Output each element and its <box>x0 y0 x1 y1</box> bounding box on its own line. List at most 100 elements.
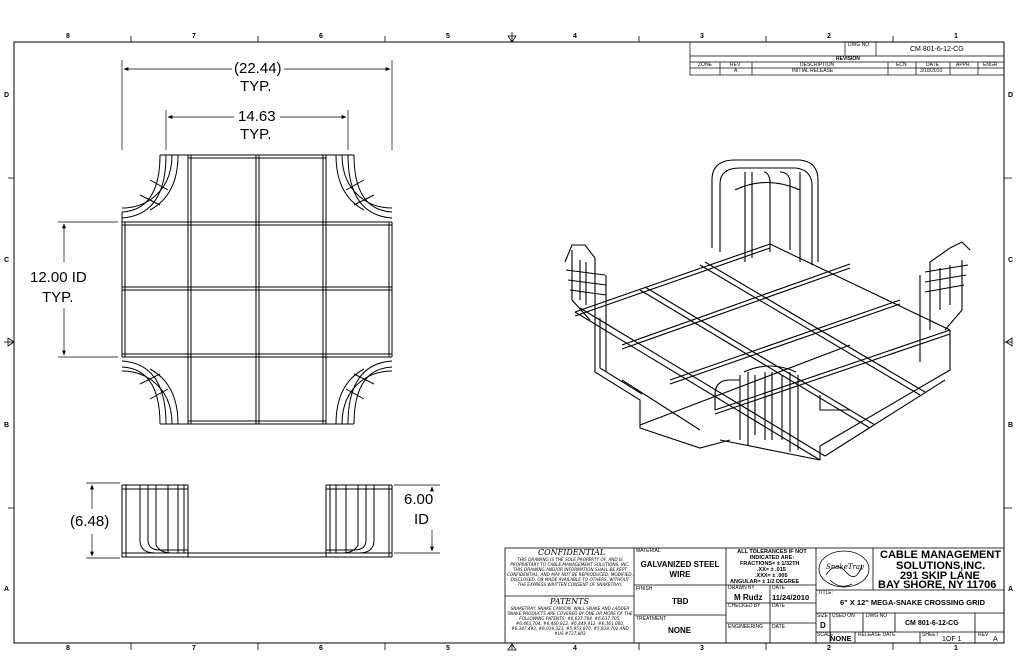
dim-inner-width: 14.63 <box>238 108 276 125</box>
zone-col-label: 3 <box>700 33 704 40</box>
dim-overall-width-note: TYP. <box>240 78 272 95</box>
zone-col-label: 3 <box>700 645 704 652</box>
plan-dimensions <box>58 60 393 358</box>
checked-by-label: CHECKED BY <box>728 603 761 609</box>
dim-id-note: TYP. <box>42 289 74 306</box>
size-value: D <box>820 621 826 630</box>
zone-col-label: 4 <box>573 33 577 40</box>
sheet-label: SHEET <box>922 632 939 638</box>
rev-dwg-no-label: DWG NO. <box>848 42 871 48</box>
release-date-label: RELEASE DATE <box>858 632 896 638</box>
tolerances-title: ALL TOLERANCES IF NOT INDICATED ARE: <box>737 549 807 561</box>
zone-row-label: D <box>1008 92 1014 99</box>
rev-label: REV <box>978 632 989 638</box>
treatment-value: NONE <box>668 626 692 635</box>
zone-col-label: 6 <box>319 33 323 40</box>
tolerance-fractions: FRACTIONS= ± 1/32TH <box>740 561 800 567</box>
rev-value: A <box>993 636 998 643</box>
zone-row-label: C <box>1008 257 1014 264</box>
zone-row-label: C <box>4 257 10 264</box>
drawn-by-value: M Rudz <box>734 593 763 602</box>
finish-value: TBD <box>672 597 689 606</box>
center-markers <box>4 32 1013 651</box>
zone-col-label: 2 <box>827 645 831 652</box>
drawn-by-label: DRAWN BY <box>728 585 755 591</box>
dim-id: 12.00 ID <box>30 269 87 286</box>
drawing-title: 6" X 12" MEGA-SNAKE CROSSING GRID <box>840 598 986 607</box>
confidential-text: THIS DRAWING IS THE SOLE PROPERTY OF, AN… <box>507 557 633 587</box>
zone-col-label: 5 <box>446 33 450 40</box>
tolerance-xxx: .XXX= ± .005 <box>755 573 788 579</box>
rev-dwg-no: CM 801-6-12-CG <box>910 46 964 53</box>
tolerance-angular: ANGULAR= ± 1/2 DEGREE <box>730 579 800 585</box>
dim-depth-note: ID <box>414 511 429 528</box>
logo-text: SnakeTray <box>826 563 865 571</box>
company-city: BAY SHORE, NY 11706 <box>878 579 997 591</box>
confidential-title: CONFIDENTIAL <box>538 548 606 557</box>
rev-header-zone: ZONE <box>698 62 712 68</box>
zone-col-label: 1 <box>954 33 958 40</box>
zone-row-label: A <box>1008 586 1014 593</box>
size-label: SIZE <box>817 613 829 619</box>
title-label: TITLE: <box>818 590 834 596</box>
rev-header-rev: REV <box>730 62 741 68</box>
material-label: MATERIAL <box>636 548 661 554</box>
patents-title: PATENTS <box>550 597 589 606</box>
zone-col-label: 1 <box>954 645 958 652</box>
engineering-date-label: DATE <box>772 624 785 630</box>
zone-col-label: 8 <box>66 645 70 652</box>
rev-header-appr: APPR <box>956 62 970 68</box>
dim-depth: 6.00 <box>404 491 434 508</box>
rev-row-rev: A <box>734 68 738 74</box>
zone-col-label: 7 <box>192 645 196 652</box>
zone-col-label: 8 <box>66 33 70 40</box>
rev-header-date: DATE <box>926 62 939 68</box>
finish-label: FINISH <box>636 586 653 592</box>
rev-title: REVISION <box>836 56 860 62</box>
zone-col-label: 5 <box>446 645 450 652</box>
dim-inner-width-note: TYP. <box>240 126 272 143</box>
rev-header-engr: ENGR <box>983 62 998 68</box>
tolerance-xx: .XX= ± .015 <box>757 567 786 573</box>
side-dimensions <box>86 482 440 559</box>
title-block-lines <box>504 547 1005 644</box>
scale-label: SCALE <box>817 632 834 638</box>
zone-col-label: 7 <box>192 33 196 40</box>
tb-dwg-no-label: DWG NO <box>866 613 888 619</box>
rev-header-ecn: ECN <box>896 62 907 68</box>
company-address: 291 SKIP LANE <box>900 570 980 582</box>
scale-value: NONE <box>830 634 852 643</box>
isometric-view <box>564 159 971 461</box>
dim-overall-width: (22.44) <box>234 60 282 77</box>
company-logo <box>818 550 870 588</box>
zone-row-label: A <box>4 586 10 593</box>
engineering-label: ENGINEERING <box>728 624 764 630</box>
rev-row-date: 3/18/2010 <box>920 68 943 74</box>
patents-text: SNAKETRAY, SNAKE CANYON, WALL SNAKE AND … <box>507 606 633 636</box>
company-name-1: CABLE MANAGEMENT <box>880 549 1001 561</box>
side-view <box>121 484 393 558</box>
rev-row-description: INITIAL RELEASE <box>792 68 834 74</box>
material-value: GALVANIZED STEEL WIRE <box>640 560 720 579</box>
zone-ticks <box>8 36 1012 650</box>
zone-col-label: 6 <box>319 645 323 652</box>
used-on-label: USED ON <box>832 613 855 619</box>
dim-side-height: (6.48) <box>70 513 110 530</box>
rev-header-description: DESCRIPTION <box>800 62 835 68</box>
plan-view <box>121 154 393 425</box>
tb-dwg-no: CM 801-6-12-CG <box>905 620 959 627</box>
zone-row-label: B <box>4 422 10 429</box>
zone-col-label: 2 <box>827 33 831 40</box>
zone-row-label: D <box>4 92 10 99</box>
drawn-date-label: DATE <box>772 585 785 591</box>
zone-col-label: 4 <box>573 645 577 652</box>
sheet-value: 1OF 1 <box>942 636 962 643</box>
revision-block-lines <box>689 41 1005 76</box>
drawn-date-value: 11/24/2010 <box>772 593 810 602</box>
treatment-label: TREATMENT <box>636 616 667 622</box>
zone-row-label: B <box>1008 422 1014 429</box>
company-name-2: SOLUTIONS,INC. <box>896 560 986 572</box>
checked-date-label: DATE <box>772 603 785 609</box>
